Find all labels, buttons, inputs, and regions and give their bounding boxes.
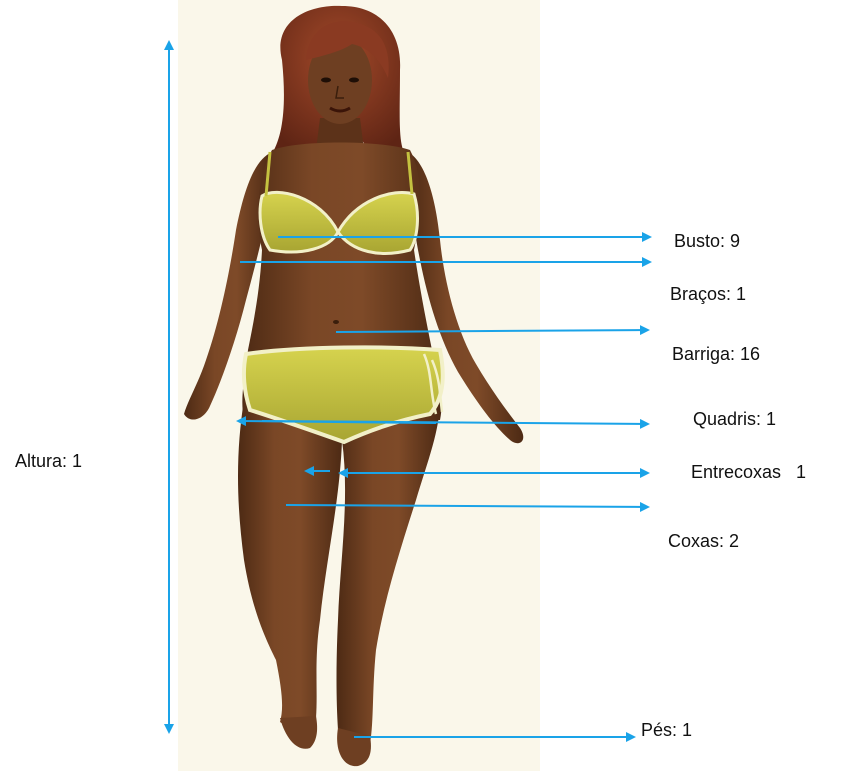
coxas-label: Coxas: 2 <box>668 532 739 550</box>
bracos-label: Braços: 1 <box>670 285 746 303</box>
left-eye <box>321 78 331 83</box>
barriga-label: Barriga: 16 <box>672 345 760 363</box>
pes-label: Pés: 1 <box>641 721 692 739</box>
right-eye <box>349 78 359 83</box>
altura-label: Altura: 1 <box>15 452 82 470</box>
entrecoxas-label: Entrecoxas 1 <box>691 463 806 481</box>
navel <box>333 320 339 324</box>
busto-label: Busto: 9 <box>674 232 740 250</box>
quadris-label: Quadris: 1 <box>693 410 776 428</box>
